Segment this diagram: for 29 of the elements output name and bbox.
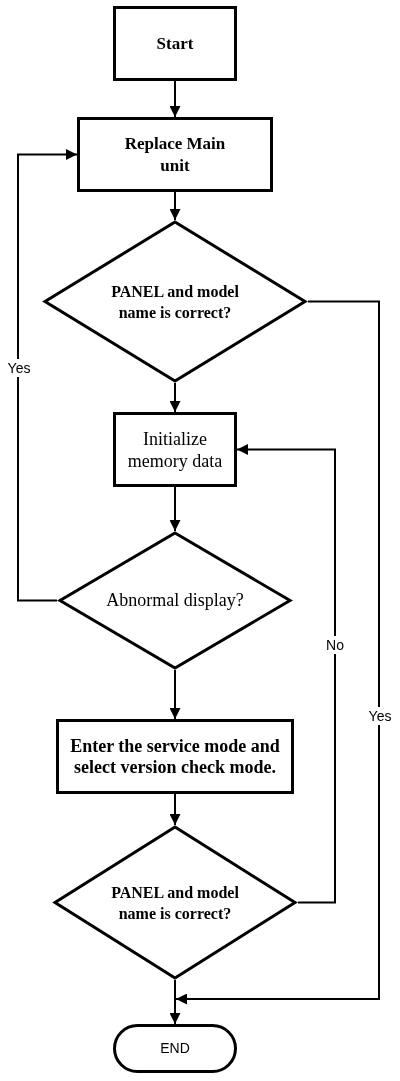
question-text: PANEL and model name is correct? — [110, 882, 240, 924]
step-text: Initialize memory data — [126, 427, 224, 472]
edge-label: No — [325, 636, 345, 654]
arrow — [169, 979, 181, 1025]
process-box — [113, 412, 237, 487]
arrow — [17, 149, 78, 602]
decision-diamond — [52, 825, 298, 980]
end-terminal — [113, 1024, 237, 1073]
arrow — [236, 444, 336, 904]
question-text: PANEL and model name is correct? — [110, 281, 240, 323]
arrow — [169, 80, 181, 118]
arrow — [169, 382, 181, 413]
arrow — [169, 793, 181, 826]
decision-diamond — [42, 220, 308, 383]
step-text: Enter the service mode and select version check mode. — [69, 735, 281, 778]
edge-label: Yes — [367, 707, 393, 725]
process-box — [77, 117, 273, 192]
edge-label: Yes — [6, 359, 32, 377]
arrow — [169, 669, 181, 720]
decision-diamond — [57, 531, 293, 670]
arrow — [169, 191, 181, 221]
arrow — [169, 486, 181, 532]
process-box — [56, 719, 294, 794]
step-text: Replace Main unit — [123, 132, 227, 177]
terminal-text: END — [160, 1039, 190, 1058]
arrow — [175, 300, 380, 1005]
step-text: Start — [156, 32, 194, 55]
start-box — [113, 6, 237, 81]
question-text: Abnormal display? — [106, 589, 244, 612]
